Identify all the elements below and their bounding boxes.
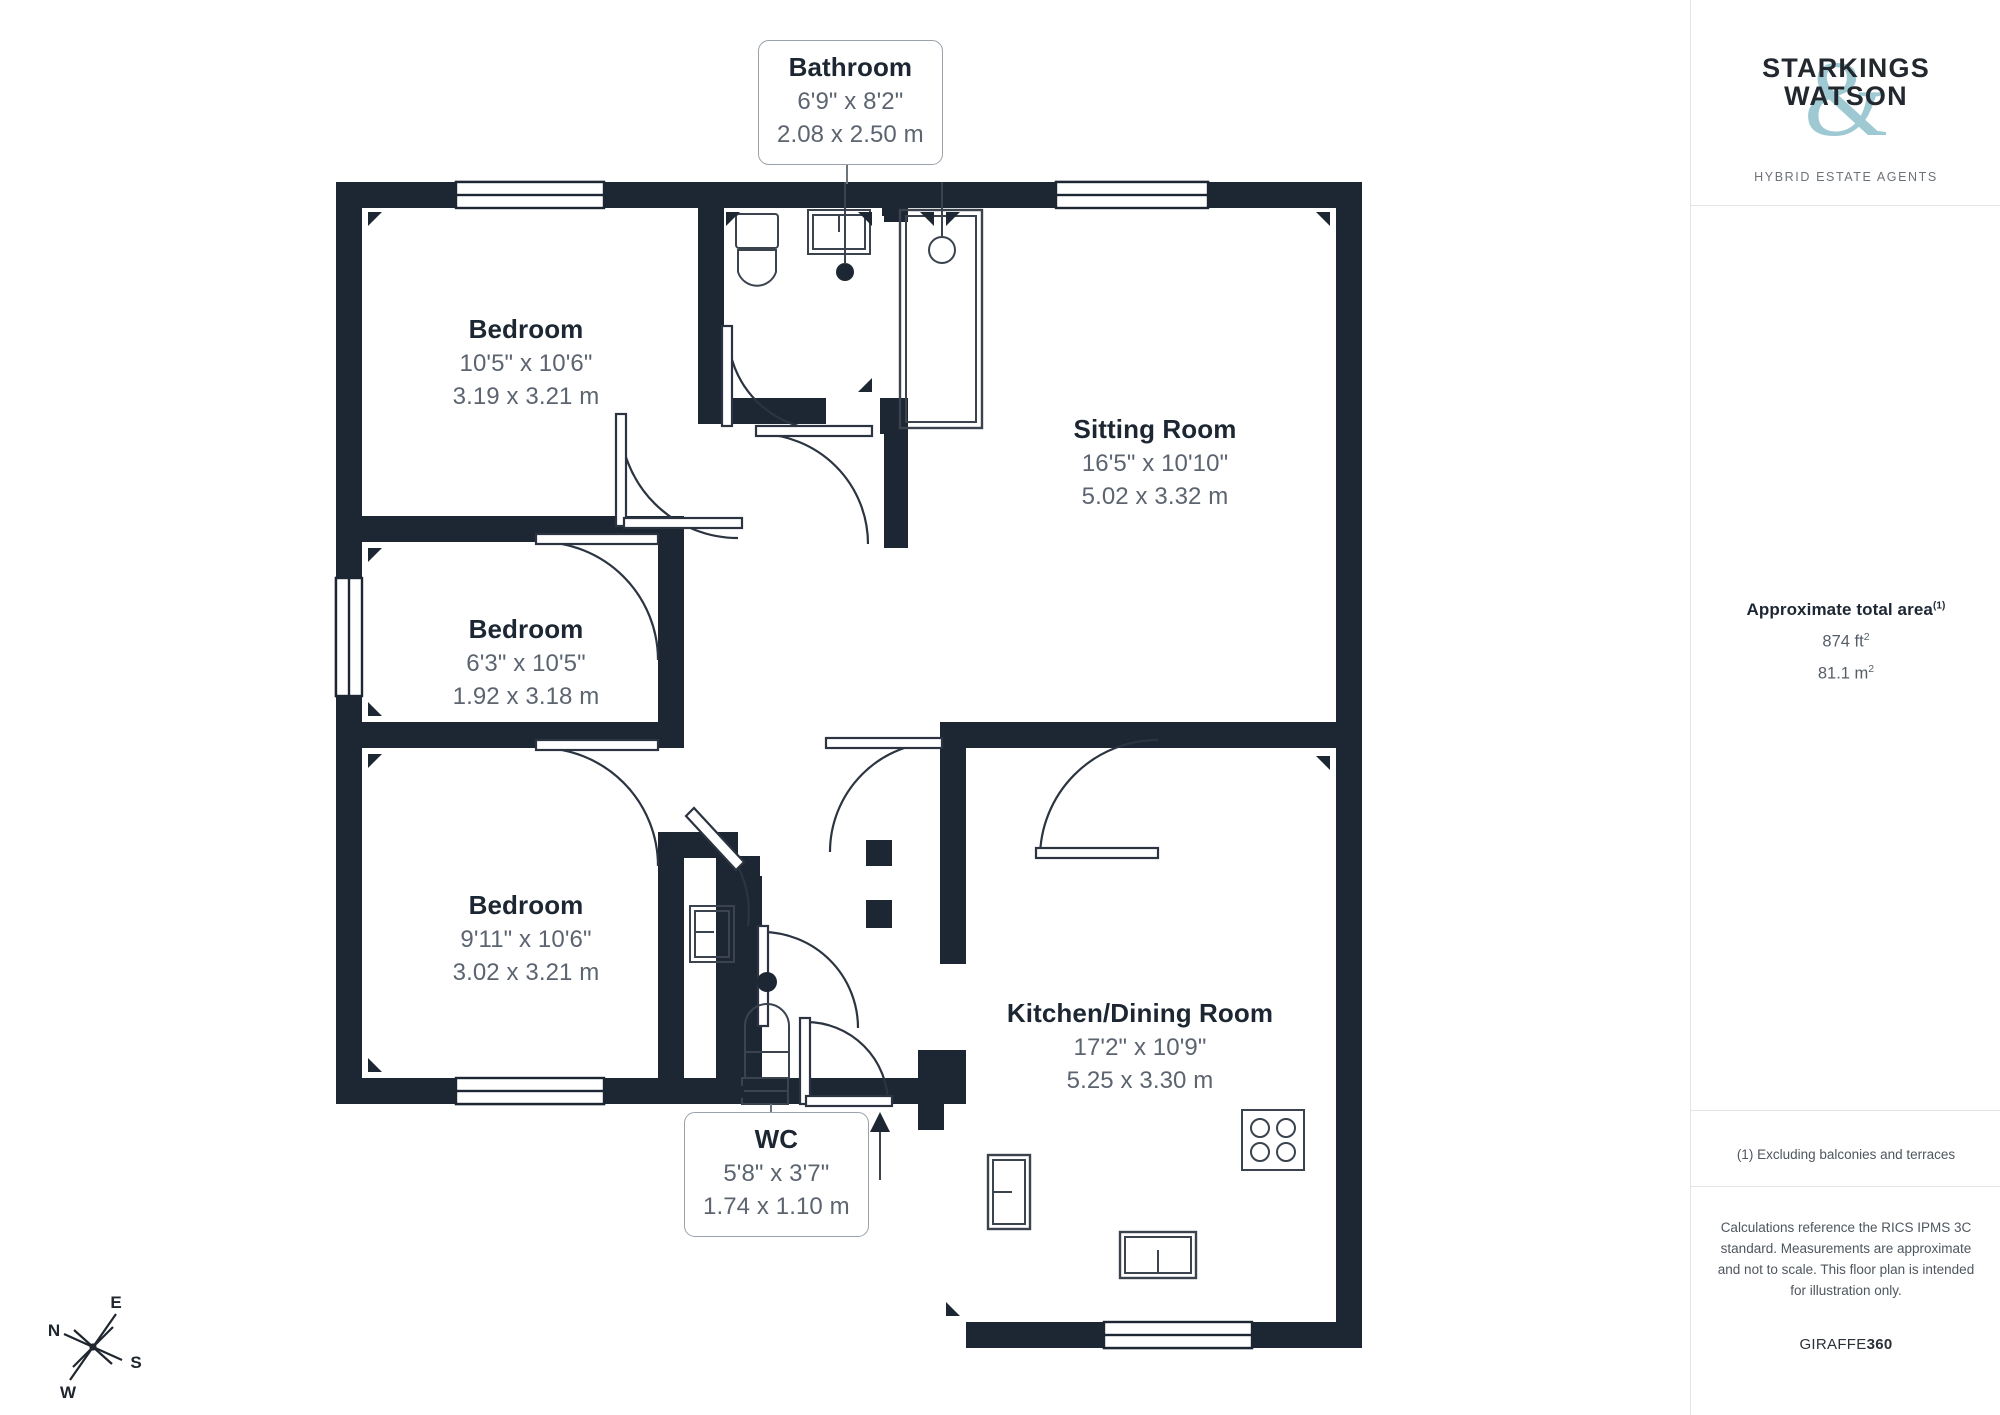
sup-2: 2 [1863, 631, 1870, 643]
total-area-metric: 81.1 m2 [1691, 663, 2000, 684]
room-name: Sitting Room [1073, 414, 1237, 444]
compass-label-east: E [110, 1293, 121, 1312]
room-name: Bedroom [468, 890, 584, 920]
footnote-marker: (1) [1932, 600, 1946, 612]
room-dimensions-imperial: 9'11" x 10'6" [460, 926, 592, 954]
room-name: Kitchen/Dining Room [1006, 998, 1274, 1028]
room-dimensions-imperial: 6'3" x 10'5" [466, 650, 586, 678]
floor-plan-canvas: .wall { fill: #1d2733; } .room-fill { fi… [334, 180, 1362, 1350]
room-dimensions-imperial: 6'9" x 8'2" [797, 88, 904, 116]
room-dimensions-imperial: 10'5" x 10'6" [459, 350, 593, 378]
disclaimer-block: Calculations reference the RICS IPMS 3C … [1691, 1218, 2000, 1353]
room-label-wc[interactable]: WC 5'8" x 3'7" 1.74 x 1.10 m [684, 1112, 869, 1237]
windows [334, 180, 1254, 1350]
total-area-title: Approximate total area(1) [1691, 600, 2000, 620]
provider-suffix: 360 [1866, 1335, 1893, 1353]
compass-center [89, 1343, 97, 1351]
compass-label-south: S [130, 1353, 141, 1372]
doors [534, 324, 1160, 1108]
room-label-bedroom-3[interactable]: Bedroom 9'11" x 10'6" 3.02 x 3.21 m [398, 889, 654, 989]
panel-divider-1 [1691, 205, 2000, 206]
room-name: Bedroom [468, 314, 584, 344]
compass-label-west: W [60, 1383, 77, 1402]
total-area-block: Approximate total area(1) 874 ft2 81.1 m… [1691, 600, 2000, 683]
brand-logo: & STARKINGS WATSON HYBRID ESTATE AGENTS [1691, 38, 2000, 185]
wc-callout-stem [770, 1104, 772, 1112]
room-dimensions-metric: 2.08 x 2.50 m [777, 120, 924, 148]
room-name: Bathroom [788, 52, 913, 82]
compass-needles [63, 1313, 123, 1381]
sup-2: 2 [1868, 662, 1875, 675]
logo-line-2: WATSON [1784, 81, 1908, 112]
floor-plan-drawing: .wall { fill: #1d2733; } .room-fill { fi… [334, 180, 1362, 1350]
room-label-bathroom[interactable]: Bathroom 6'9" x 8'2" 2.08 x 2.50 m [758, 40, 943, 165]
room-dimensions-imperial: 17'2" x 10'9" [1073, 1034, 1207, 1062]
panel-divider-2 [1691, 1110, 2000, 1111]
toilet-wc [744, 972, 790, 1079]
room-dimensions-metric: 3.02 x 3.21 m [452, 958, 600, 986]
room-dimensions-imperial: 5'8" x 3'7" [723, 1160, 830, 1188]
kitchen-unit-left [986, 1153, 1032, 1231]
total-area-metric-value: 81.1 m [1817, 664, 1869, 682]
light-fitting [836, 263, 854, 281]
room-label-sitting-room[interactable]: Sitting Room 16'5" x 10'10" 5.02 x 3.32 … [1020, 413, 1290, 513]
room-fills [362, 208, 1336, 1322]
room-dimensions-imperial: 16'5" x 10'10" [1081, 450, 1229, 478]
footnote-text: (1) Excluding balconies and terraces [1736, 1147, 1956, 1162]
total-area-imperial-value: 874 ft [1822, 632, 1864, 651]
room-dimensions-metric: 5.25 x 3.30 m [1066, 1066, 1214, 1094]
disclaimer-text: Calculations reference the RICS IPMS 3C … [1717, 1220, 1975, 1298]
room-dimensions-metric: 5.02 x 3.32 m [1081, 482, 1229, 510]
ampersand-glyph: & [1803, 40, 1889, 159]
dimension-ticks [368, 212, 1330, 1316]
footnote-block: (1) Excluding balconies and terraces [1691, 1147, 2000, 1162]
room-dimensions-metric: 1.74 x 1.10 m [703, 1192, 850, 1220]
room-label-bedroom-1[interactable]: Bedroom 10'5" x 10'6" 3.19 x 3.21 m [398, 313, 654, 413]
room-name: Bedroom [468, 614, 584, 644]
room-name: WC [754, 1124, 799, 1154]
provider-brand: GIRAFFE360 [1691, 1336, 2000, 1353]
entrance-arrow [870, 1112, 890, 1180]
compass-label-north: N [48, 1321, 60, 1340]
fixtures [689, 182, 1305, 1280]
info-panel: & STARKINGS WATSON HYBRID ESTATE AGENTS … [1690, 0, 2000, 1415]
toilet-bathroom [735, 213, 779, 287]
panel-divider-3 [1691, 1186, 2000, 1187]
room-label-bedroom-2[interactable]: Bedroom 6'3" x 10'5" 1.92 x 3.18 m [398, 613, 654, 713]
compass-rose: E N S W [38, 1292, 148, 1402]
basin-wc [689, 905, 735, 963]
logo-line-1: STARKINGS [1762, 53, 1930, 83]
room-dimensions-metric: 3.19 x 3.21 m [452, 382, 600, 410]
total-area-title-text: Approximate total area [1746, 600, 1933, 619]
room-dimensions-metric: 1.92 x 3.18 m [452, 682, 600, 710]
total-area-imperial: 874 ft2 [1691, 631, 2000, 652]
bath-shower [898, 182, 984, 430]
room-label-kitchen-dining-room[interactable]: Kitchen/Dining Room 17'2" x 10'9" 5.25 x… [970, 997, 1310, 1097]
kitchen-unit-bottom [1118, 1230, 1198, 1280]
logo-tagline: HYBRID ESTATE AGENTS [1754, 170, 1938, 184]
provider-name: GIRAFFE [1799, 1335, 1867, 1353]
basin-bathroom [807, 209, 871, 255]
interior-walls [336, 182, 1336, 1130]
hob [1241, 1109, 1305, 1171]
